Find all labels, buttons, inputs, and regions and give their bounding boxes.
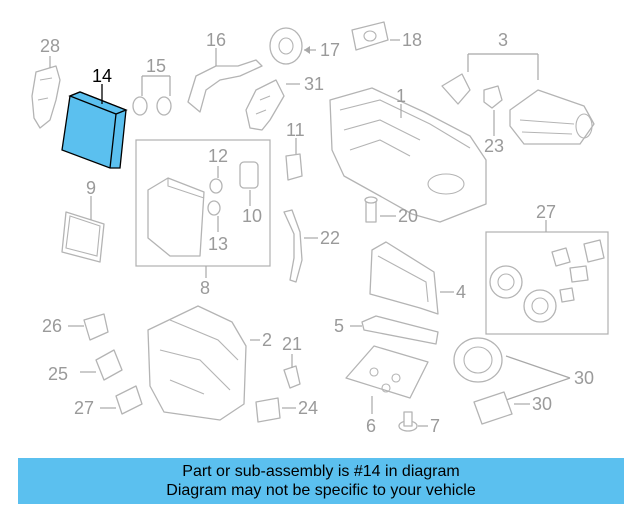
- label-1: 1: [396, 86, 406, 106]
- label-11: 11: [286, 120, 305, 140]
- label-14: 14: [92, 66, 112, 86]
- part-2-lower-housing: [147, 305, 260, 421]
- label-29: 30: [574, 368, 594, 388]
- label-9: 9: [86, 178, 96, 198]
- part-7-mount: [398, 411, 428, 432]
- part-20-sensor: [283, 354, 301, 389]
- part-4-filter-frame: [369, 241, 454, 315]
- label-2: 2: [262, 330, 272, 350]
- part-8-evaporator-assembly: [135, 139, 271, 278]
- label-3: 3: [498, 30, 508, 50]
- label-24: 25: [48, 364, 68, 384]
- part-22-clip: [483, 85, 503, 136]
- label-26: 27: [74, 398, 94, 418]
- part-3-blower-assembly: [441, 53, 595, 145]
- label-8: 8: [200, 278, 210, 298]
- part-31-bracket: [245, 79, 300, 131]
- label-18: 18: [402, 30, 422, 50]
- label-30: 30: [532, 394, 552, 414]
- part-5-seal: [350, 315, 439, 345]
- part-30-blower-resistor: [473, 391, 530, 425]
- label-5: 5: [334, 316, 344, 336]
- part-18-gasket: [351, 21, 400, 51]
- part-28-bracket: [31, 56, 61, 129]
- caption-line-2: Diagram may not be specific to your vehi…: [166, 482, 476, 499]
- part-24-actuator: [80, 349, 123, 381]
- part-6-plate: [345, 345, 429, 414]
- label-15: 15: [146, 56, 166, 76]
- part-14-evaporator-highlighted: [61, 84, 128, 169]
- label-27: 27: [536, 202, 556, 222]
- part-26-actuator: [100, 385, 143, 415]
- label-28: 28: [40, 36, 60, 56]
- label-6: 6: [366, 416, 376, 436]
- label-19: 20: [398, 206, 418, 226]
- label-31: 31: [304, 74, 324, 94]
- part-15-clamps: [132, 75, 172, 116]
- part-9-filter: [61, 196, 105, 263]
- part-1-hvac-housing: [329, 87, 487, 223]
- part-16-pipe: [187, 48, 263, 113]
- parts-diagram: 28 14 9 15 16 17 18 31 1 3 23 12 11 10 1…: [31, 21, 609, 436]
- caption-banner: Part or sub-assembly is #14 in diagram D…: [18, 458, 624, 504]
- part-23-resistor: [255, 397, 296, 423]
- label-7: 7: [430, 416, 440, 436]
- part-29-blower-motor: [453, 337, 571, 401]
- label-20: 21: [282, 334, 302, 354]
- caption-line-1: Part or sub-assembly is #14 in diagram: [182, 463, 460, 480]
- part-25-actuator: [68, 313, 109, 341]
- label-25: 26: [42, 316, 62, 336]
- label-22: 23: [484, 136, 504, 156]
- label-13: 13: [208, 234, 228, 254]
- label-23: 24: [298, 398, 318, 418]
- label-17: 17: [320, 40, 340, 60]
- label-10: 10: [242, 206, 262, 226]
- part-27-actuator-kit: [485, 220, 609, 335]
- part-19-bolt: [364, 196, 396, 223]
- part-10-valve: [239, 161, 259, 206]
- label-21: 22: [320, 228, 340, 248]
- part-12-13-orings: [207, 166, 223, 232]
- label-16: 16: [206, 30, 226, 50]
- label-12: 12: [208, 146, 228, 166]
- label-4: 4: [456, 282, 466, 302]
- part-21-hose: [283, 209, 318, 283]
- part-17-gasket: [269, 27, 316, 65]
- part-11-sensor: [285, 138, 303, 181]
